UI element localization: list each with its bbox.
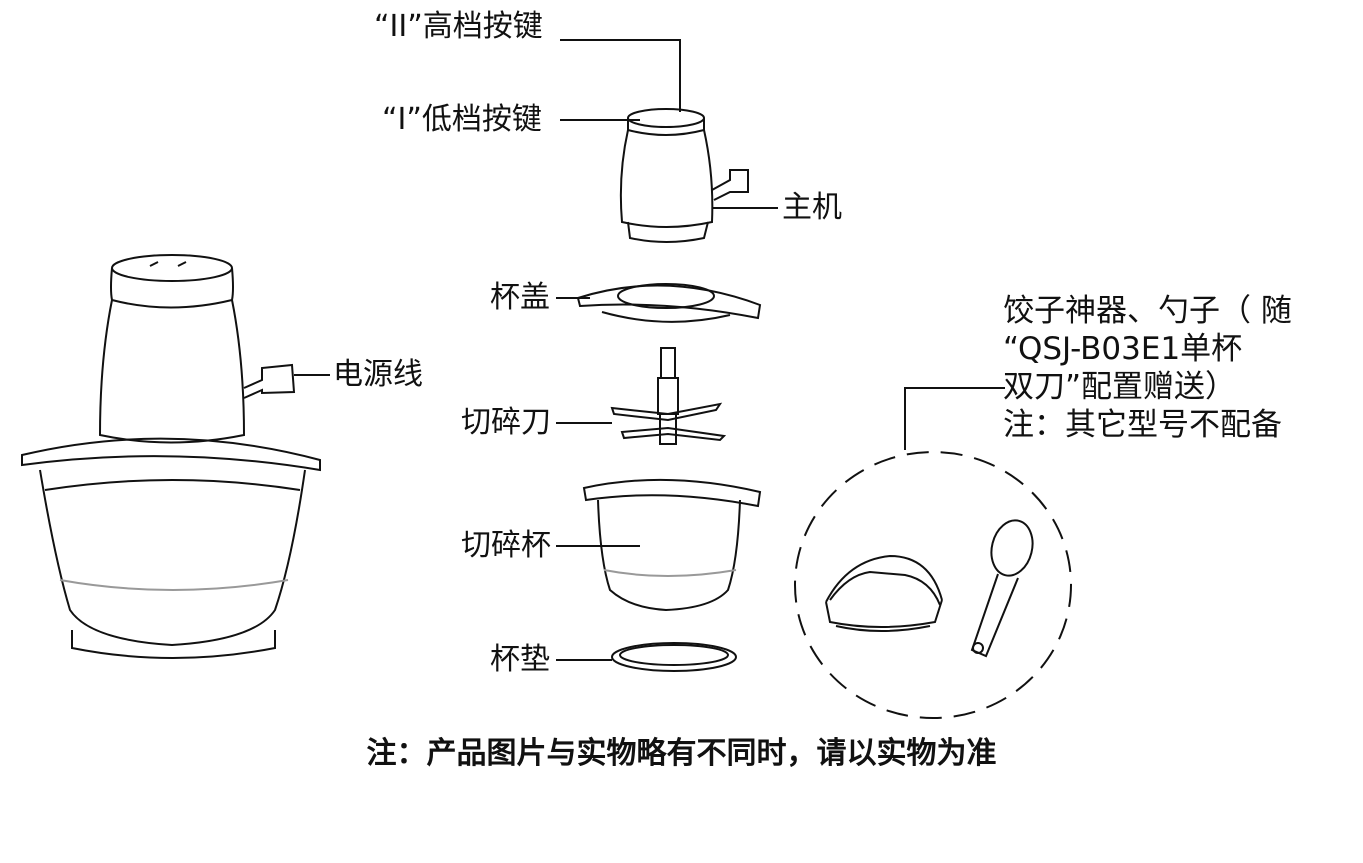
blade-shaft-top	[660, 347, 676, 379]
dumpling-maker	[825, 554, 943, 632]
assembled-lid	[21, 437, 321, 472]
cup-pad-part	[611, 642, 737, 672]
motor-base	[627, 221, 709, 243]
motor-top-cap	[627, 108, 705, 128]
footer-note: 注：产品图片与实物略有不同时，请以实物为准	[366, 736, 997, 771]
accessory-note-line: “QSJ-B03E1单杯	[1003, 331, 1243, 367]
assembled-power-plug	[243, 363, 296, 399]
accessory-note-line: 注：其它型号不配备	[1003, 407, 1282, 443]
cup-pad-label: 杯垫	[490, 642, 550, 677]
assembled-button-mark-2	[177, 261, 187, 267]
high-button-label: “II”高档按键	[374, 9, 543, 44]
accessory-note: 饺子神器、勺子（ 随 “QSJ-B03E1单杯 双刀”配置赠送） 注：其它型号不…	[1003, 292, 1292, 444]
blade-lower	[620, 426, 727, 442]
cup-pad-outer	[611, 642, 737, 672]
assembled-bowl-line	[59, 579, 289, 591]
blade-upper	[610, 402, 723, 422]
assembled-motor-body	[98, 299, 246, 444]
dumpling-maker-base	[825, 599, 943, 628]
chopping-blade-label: 切碎刀	[461, 405, 551, 440]
assembled-chopper	[21, 254, 330, 659]
cup-body	[597, 499, 741, 612]
accessory-dashed-circle	[794, 451, 1072, 719]
chopping-cup-part	[582, 478, 762, 612]
motor-unit-label: 主机	[782, 190, 842, 225]
motor-plug	[711, 169, 749, 201]
cup-lid-part	[576, 283, 762, 323]
low-button-label: “I”低档按键	[382, 102, 542, 137]
assembled-button-mark-1	[149, 261, 159, 267]
accessory-note-line: 双刀”配置赠送）	[1003, 369, 1237, 405]
assembled-top-cap	[111, 254, 233, 282]
spoon-bowl	[990, 519, 1034, 577]
spoon	[970, 519, 1034, 658]
blade-hub	[659, 413, 677, 445]
motor-unit	[619, 108, 749, 243]
accessory-leader	[904, 387, 1005, 450]
cup-rim	[582, 478, 762, 508]
assembled-bowl	[39, 469, 306, 647]
accessory-note-line: 饺子神器、勺子（ 随	[1003, 293, 1292, 329]
spoon-hole	[972, 642, 984, 654]
chopping-cup-label: 切碎杯	[461, 528, 551, 563]
cup-lid-opening	[617, 283, 715, 309]
cup-lid-skirt	[601, 311, 731, 323]
blade-shaft	[657, 377, 679, 415]
chopping-blade-part	[610, 347, 727, 445]
assembled-bowl-rim	[44, 479, 301, 491]
assembled-base	[71, 630, 276, 659]
dumpling-maker-lip	[835, 625, 931, 632]
dumpling-maker-crimp	[825, 554, 943, 603]
power-cord-label: 电源线	[333, 357, 423, 392]
motor-body	[619, 129, 714, 228]
high-button-leader	[560, 39, 681, 112]
cup-lid-label: 杯盖	[490, 280, 550, 315]
dumpling-maker-inner	[829, 570, 941, 606]
assembled-cap-band	[110, 267, 234, 309]
cup-pad-inner	[619, 644, 729, 666]
motor-cap-band	[627, 118, 705, 136]
cup-band-line	[603, 569, 737, 577]
